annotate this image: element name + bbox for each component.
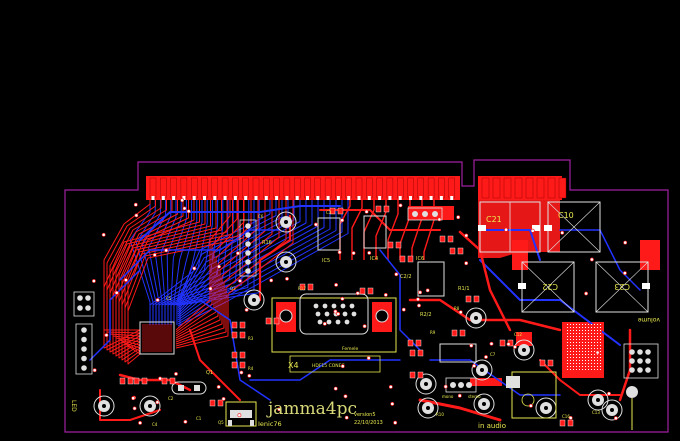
label-c1: C1 xyxy=(196,416,202,421)
header-r16[interactable]: R16 xyxy=(239,219,272,277)
audio-amp-chip[interactable] xyxy=(439,343,477,363)
vga-sub-label: Femele xyxy=(342,346,359,352)
label-r4: R4 xyxy=(248,366,254,371)
label-q3: Q3 xyxy=(230,286,236,291)
usb-connector[interactable] xyxy=(225,401,257,427)
label-c22: C22 xyxy=(542,282,558,291)
board-author: Ienic76 xyxy=(258,420,282,428)
vga-connector-label: HDF15 CONEC xyxy=(312,363,345,369)
edge-connector-right xyxy=(478,176,567,200)
label-c23: C23 xyxy=(614,282,630,291)
label-c5: C5 xyxy=(166,296,172,301)
label-c3: C3 xyxy=(326,210,332,215)
capacitor-c21[interactable]: C21 xyxy=(478,201,541,253)
label-c10: C10 xyxy=(558,211,574,220)
label-r16: R16 xyxy=(262,240,272,246)
label-r9: R9 xyxy=(430,330,436,335)
board-date: 22/10/2013 xyxy=(354,420,383,426)
silkscreen-labels: C5 C2 C4 C1 C6 R17 R3 R4 Q3 Q5 Q1 C2/2 R… xyxy=(70,210,600,427)
capacitor-c23[interactable]: C23 xyxy=(595,261,650,313)
label-c2: C2 xyxy=(168,396,174,401)
audio-input-jack[interactable]: in audio xyxy=(478,371,557,430)
label-c16: C16 xyxy=(562,414,570,419)
board-outline xyxy=(64,159,669,433)
title-block: jamma4pc Ienic76 version5 22/10/2013 xyxy=(258,399,383,428)
label-stereo: stereo xyxy=(468,394,481,399)
through-hole-pads xyxy=(93,211,623,421)
audio-ic-pads xyxy=(566,324,602,372)
label-ic4: IC4 xyxy=(370,256,378,262)
label-c6: C6 xyxy=(258,214,264,219)
label-q5: Q5 xyxy=(218,420,224,425)
label-r8: R8 xyxy=(454,306,460,311)
label-mono: mono xyxy=(442,394,454,399)
ic5[interactable]: IC5 xyxy=(317,217,341,264)
x4-label: X4 xyxy=(288,361,299,370)
volume-label: volume xyxy=(637,316,660,323)
label-c7: C7 xyxy=(490,352,496,357)
header-jp-left[interactable] xyxy=(73,291,95,317)
crystal-q1[interactable] xyxy=(171,381,207,395)
capacitor-c22[interactable]: C22 xyxy=(518,261,575,313)
capacitor-c10[interactable]: C10 xyxy=(544,201,601,253)
ic6[interactable]: IC6 xyxy=(416,256,445,297)
edge-connector-main xyxy=(146,176,460,200)
board-title: jamma4pc xyxy=(266,399,357,419)
label-c2-2: C2/2 xyxy=(400,274,412,280)
label-r3: R3 xyxy=(248,336,254,341)
label-ic5: IC5 xyxy=(322,258,330,264)
header-top-3pin[interactable] xyxy=(407,207,443,221)
volume-potentiometer[interactable]: volume xyxy=(626,316,660,430)
label-c12: C12 xyxy=(514,332,522,337)
label-led: LED xyxy=(70,400,77,412)
main-microcontroller[interactable] xyxy=(139,321,175,355)
board-version: version5 xyxy=(354,412,376,418)
label-c4: C4 xyxy=(152,422,158,427)
label-ic6: IC6 xyxy=(416,256,424,262)
label-r2-2: R2/2 xyxy=(420,312,432,318)
label-r10: R10 xyxy=(436,412,444,417)
label-r17: R17 xyxy=(298,286,306,291)
header-volume[interactable] xyxy=(623,343,659,379)
label-c21: C21 xyxy=(486,215,502,224)
smd-pads xyxy=(119,205,574,427)
audio-in-label: in audio xyxy=(478,422,506,430)
ic4[interactable]: IC4 xyxy=(363,215,387,262)
vias xyxy=(92,198,628,425)
vga-connector-x4[interactable]: Femele HDF15 CONEC X4 xyxy=(271,293,397,373)
label-r1-1: R1/1 xyxy=(458,286,470,292)
label-c13: C13 xyxy=(592,410,600,415)
label-q1: Q1 xyxy=(206,370,213,376)
header-led[interactable] xyxy=(75,323,93,375)
